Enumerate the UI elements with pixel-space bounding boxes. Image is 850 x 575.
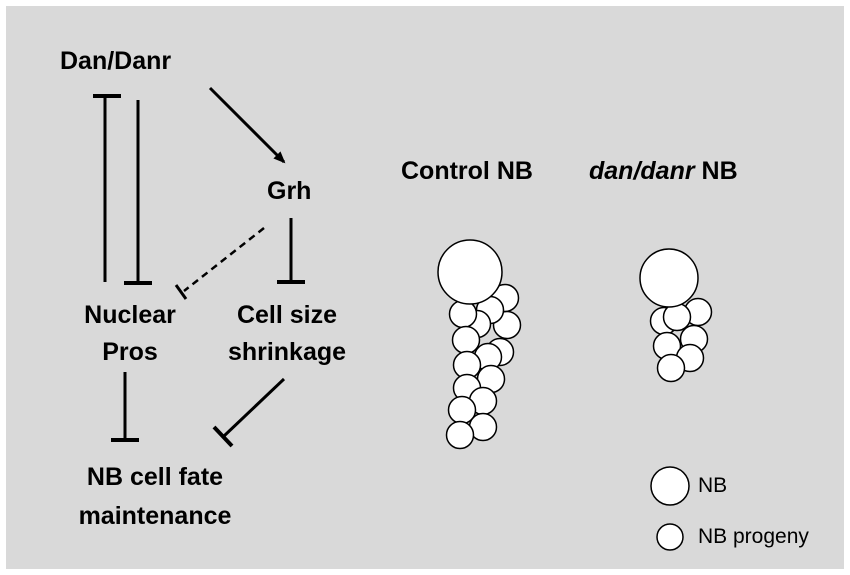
- inhibition-shrinkage-to-fate: [212, 377, 286, 448]
- node-cell-size-line1: Cell size: [236, 301, 338, 329]
- diagram-panel: [6, 6, 844, 569]
- control-nb-title: Control NB: [401, 157, 533, 185]
- arrow-dan-to-grh: [208, 86, 286, 164]
- mutant-genotype: dan/danr: [589, 157, 695, 185]
- node-nuclear-pros-line1: Nuclear: [84, 301, 176, 329]
- legend-progeny-label: NB progeny: [698, 525, 809, 548]
- mutant-title-suffix: NB: [694, 157, 738, 185]
- inhibition-dan-to-pros: [124, 100, 152, 285]
- control-nb-clone: [437, 239, 522, 450]
- node-fate-line2: maintenance: [78, 502, 232, 530]
- inhibition-pros-to-dan: [93, 94, 121, 282]
- inhibition-pros-to-fate: [111, 372, 139, 442]
- node-nuclear-pros-line2: Pros: [102, 338, 158, 366]
- mutant-nb-clone: [639, 248, 713, 383]
- dashed-inhibition-grh-to-pros: [174, 227, 265, 300]
- control-progeny-cell: [445, 420, 475, 450]
- control-progeny-cell: [451, 325, 481, 355]
- mutant-progeny-cell: [656, 353, 686, 383]
- mutant-nb-title: dan/danr NB: [589, 155, 738, 187]
- node-grh: Grh: [267, 177, 312, 205]
- node-fate-line1: NB cell fate: [86, 463, 224, 491]
- node-cell-size-line2: shrinkage: [227, 338, 347, 366]
- node-dan-danr: Dan/Danr: [60, 47, 172, 75]
- inhibition-grh-to-shrinkage: [277, 218, 305, 284]
- mutant-nb-cell: [639, 248, 699, 308]
- control-nb-cell: [437, 239, 503, 305]
- legend-nb-symbol: [650, 466, 690, 506]
- legend-nb-label: NB: [698, 474, 728, 497]
- legend-progeny-symbol: [656, 523, 684, 551]
